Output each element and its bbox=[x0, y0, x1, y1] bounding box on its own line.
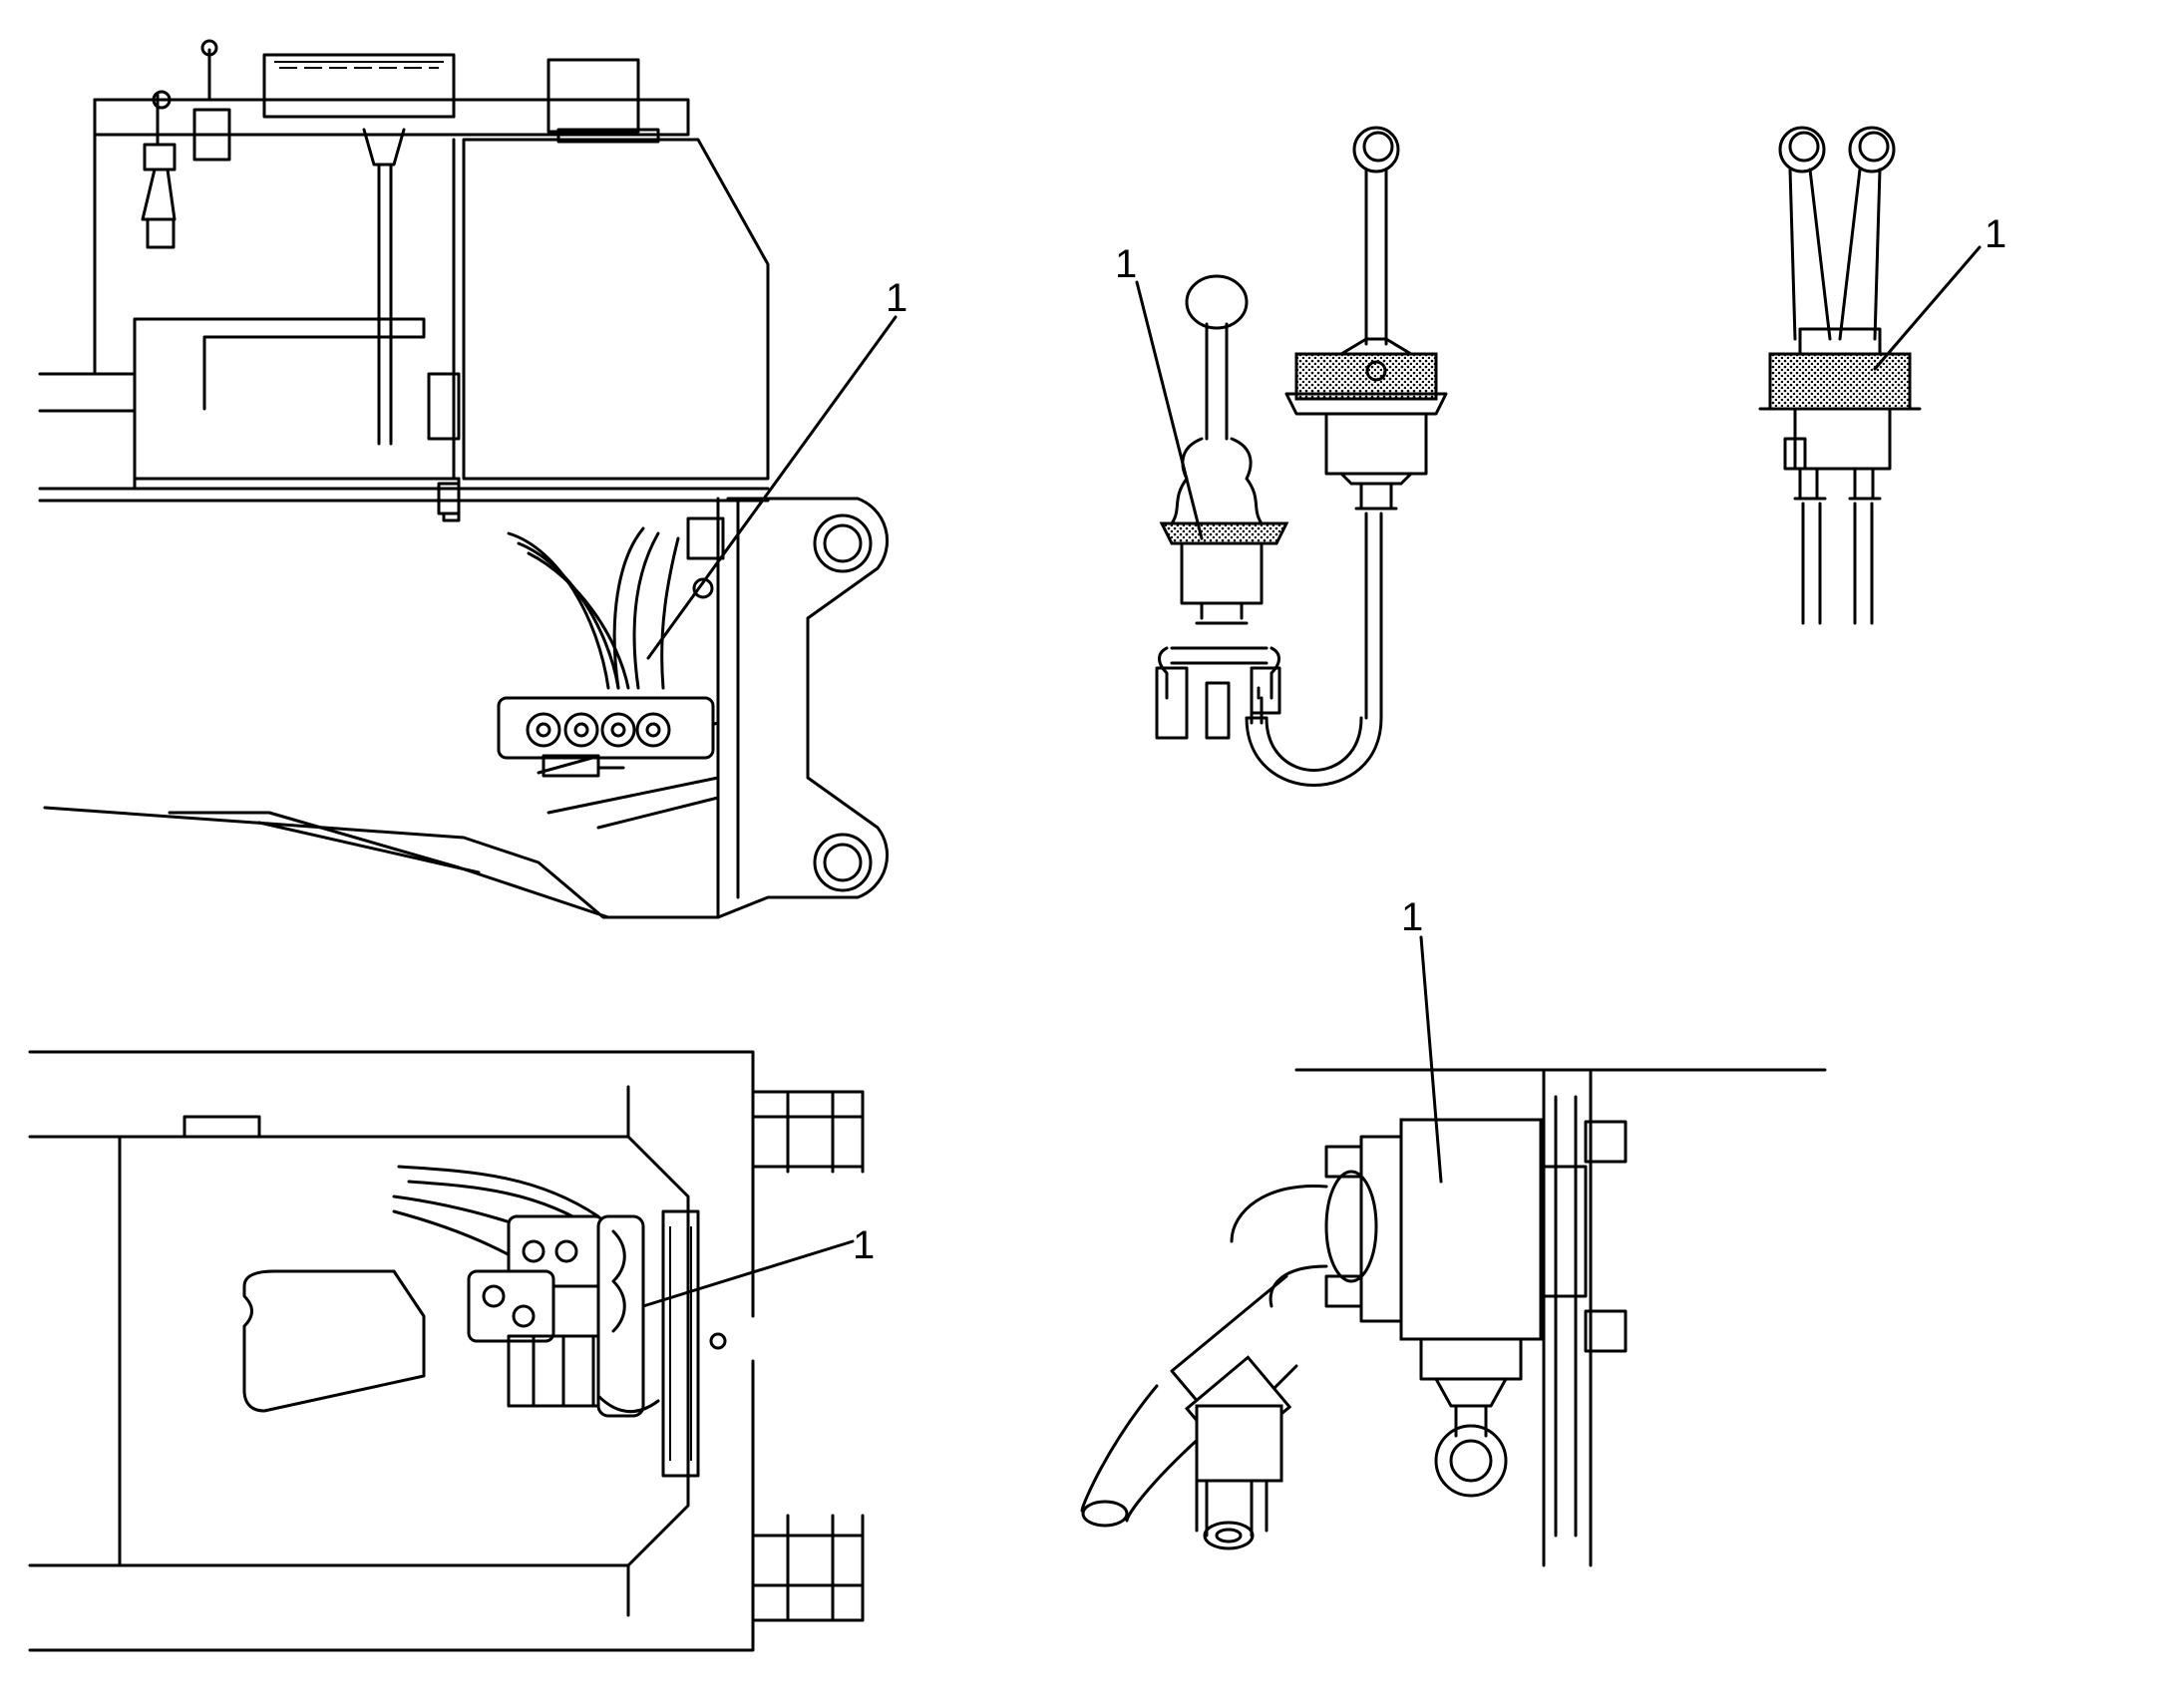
top-left-view: 1 bbox=[38, 39, 908, 919]
callout-label-bottom-left: 1 bbox=[853, 1223, 875, 1267]
bottom-left-view: 1 bbox=[28, 1050, 875, 1652]
callout-label-top-middle: 1 bbox=[1115, 242, 1137, 286]
callout-label-bottom-right: 1 bbox=[1401, 895, 1423, 939]
top-right-view: 1 bbox=[1758, 126, 2006, 625]
top-middle-view: 1 bbox=[1115, 126, 1448, 787]
callout-label-top-right: 1 bbox=[1985, 212, 2006, 256]
bottom-right-view: 1 bbox=[1080, 895, 1827, 1567]
callout-label-top-left: 1 bbox=[886, 276, 908, 320]
